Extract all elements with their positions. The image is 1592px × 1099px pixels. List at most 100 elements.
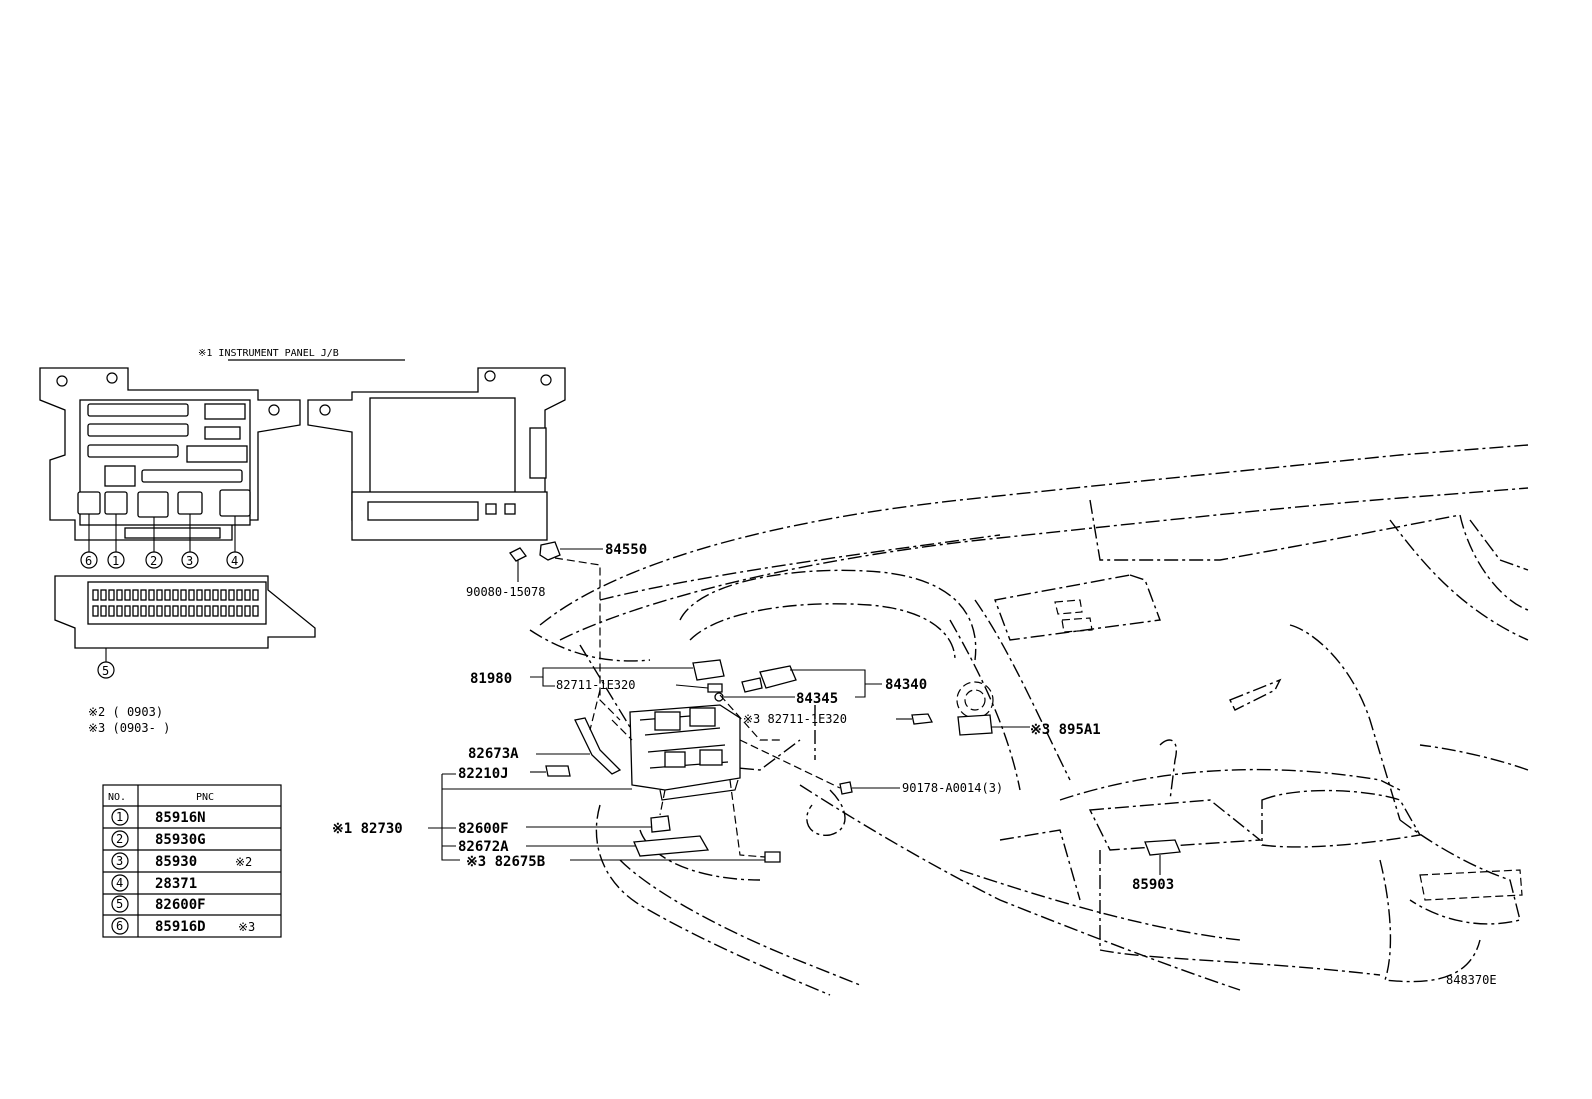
leader-84340	[790, 669, 882, 698]
connector-pin	[108, 605, 115, 617]
connector-pin	[116, 589, 123, 601]
callout-82711-1e320-b: ※3 82711-1E320	[743, 712, 847, 726]
callout-84345: 84345	[796, 691, 838, 707]
connector-pin	[116, 605, 123, 617]
svg-text:6: 6	[85, 554, 92, 568]
table-row: 2 85930G	[111, 830, 206, 848]
connector-pin	[108, 589, 115, 601]
connector-pin	[92, 605, 99, 617]
svg-text:2: 2	[116, 832, 123, 846]
table-header-pnc: PNC	[196, 792, 214, 803]
connector-pin	[244, 589, 251, 601]
connector-pin	[252, 589, 259, 601]
svg-text:1: 1	[116, 810, 123, 824]
connector-pin	[172, 589, 179, 601]
connector-pin	[236, 589, 243, 601]
svg-text:4: 4	[231, 554, 238, 568]
svg-text:1: 1	[112, 554, 119, 568]
svg-text:2: 2	[150, 554, 157, 568]
connector-pin	[244, 605, 251, 617]
connector-pin	[212, 605, 219, 617]
circled-callout-3: 3	[181, 551, 199, 569]
svg-text:3: 3	[186, 554, 193, 568]
leader-81980-b	[542, 677, 555, 687]
relay-block-82730	[629, 704, 741, 801]
svg-text:3: 3	[116, 854, 123, 868]
table-row: 6 85916D ※3	[111, 917, 255, 935]
connector-pin	[156, 589, 163, 601]
leader-82730	[428, 773, 632, 861]
callout-82600f: 82600F	[458, 821, 509, 837]
svg-text:28371: 28371	[155, 876, 197, 892]
svg-text:4: 4	[116, 876, 123, 890]
connector-pin	[172, 605, 179, 617]
switch-85903	[1144, 839, 1181, 875]
relay-895a1	[957, 714, 1030, 736]
pnc-table: NO. PNC 1 85916N 2 85930G 3 85930 ※2 4 2…	[102, 784, 282, 938]
leader-81980	[530, 667, 693, 678]
table-row: 4 28371	[111, 874, 197, 892]
callout-90178-a0014: 90178-A0014(3)	[902, 781, 1003, 795]
note-3: ※3 (0903- )	[88, 721, 170, 735]
connector-pin	[140, 605, 147, 617]
circled-callout-5: 5	[97, 661, 115, 679]
connector-pin	[204, 589, 211, 601]
junction-block-note: ※1 INSTRUMENT PANEL J/B	[198, 348, 339, 359]
clip-82711	[911, 713, 933, 725]
connector-pin	[100, 605, 107, 617]
connector-pin	[228, 589, 235, 601]
connector-pin	[180, 605, 187, 617]
bracket-84550	[539, 541, 621, 721]
svg-text:5: 5	[102, 664, 109, 678]
bolt-90080	[509, 547, 527, 582]
connector-pin	[196, 605, 203, 617]
diagram-id: 848370E	[1446, 973, 1497, 987]
connector-pin	[140, 589, 147, 601]
connector-pin	[164, 589, 171, 601]
leader-dashed	[739, 739, 841, 789]
svg-text:※2: ※2	[235, 855, 252, 869]
connector-pin	[236, 605, 243, 617]
callout-90080-15078: 90080-15078	[466, 585, 545, 599]
connector-82600f-small	[650, 815, 671, 833]
connector-82600f	[54, 575, 316, 662]
connector-pin	[92, 589, 99, 601]
connector-pin	[220, 605, 227, 617]
callout-85903: 85903	[1132, 877, 1174, 893]
connector-pin	[220, 589, 227, 601]
junction-block-front	[39, 367, 301, 552]
connector-pin	[204, 605, 211, 617]
leader-dashed	[611, 719, 633, 741]
svg-text:5: 5	[116, 897, 123, 911]
circled-callout-4: 4	[226, 551, 244, 569]
table-row: 1 85916N	[111, 808, 206, 826]
leader-dashed	[729, 779, 766, 858]
table-header-no: NO.	[108, 792, 126, 803]
connector-pin	[196, 589, 203, 601]
callout-84340: 84340	[885, 677, 927, 693]
table-row: 3 85930 ※2	[111, 852, 252, 870]
circled-callout-1: 1	[107, 551, 125, 569]
svg-text:※3: ※3	[238, 920, 255, 934]
callout-82210j: 82210J	[458, 766, 509, 782]
callout-81980: 81980	[470, 671, 512, 687]
callout-84550: 84550	[605, 542, 647, 558]
junction-block-rear	[307, 367, 566, 541]
clip-90178	[839, 781, 853, 795]
connector-pin	[180, 589, 187, 601]
callout-895a1: ※3 895A1	[1030, 722, 1101, 738]
switch-84340	[741, 665, 797, 693]
callout-82711-1e320: 82711-1E320	[556, 678, 635, 692]
circled-callout-2: 2	[145, 551, 163, 569]
connector-pin	[148, 589, 155, 601]
bracket-82673a	[574, 717, 622, 775]
leader-dashed	[589, 689, 601, 731]
table-row: 5 82600F	[111, 895, 206, 913]
cover-82672a	[633, 835, 710, 857]
relay-81980	[692, 659, 725, 702]
leader-82711	[675, 684, 709, 689]
connector-pin	[124, 605, 131, 617]
callout-82672a: 82672A	[458, 839, 509, 855]
fuse-82210j	[545, 765, 571, 777]
